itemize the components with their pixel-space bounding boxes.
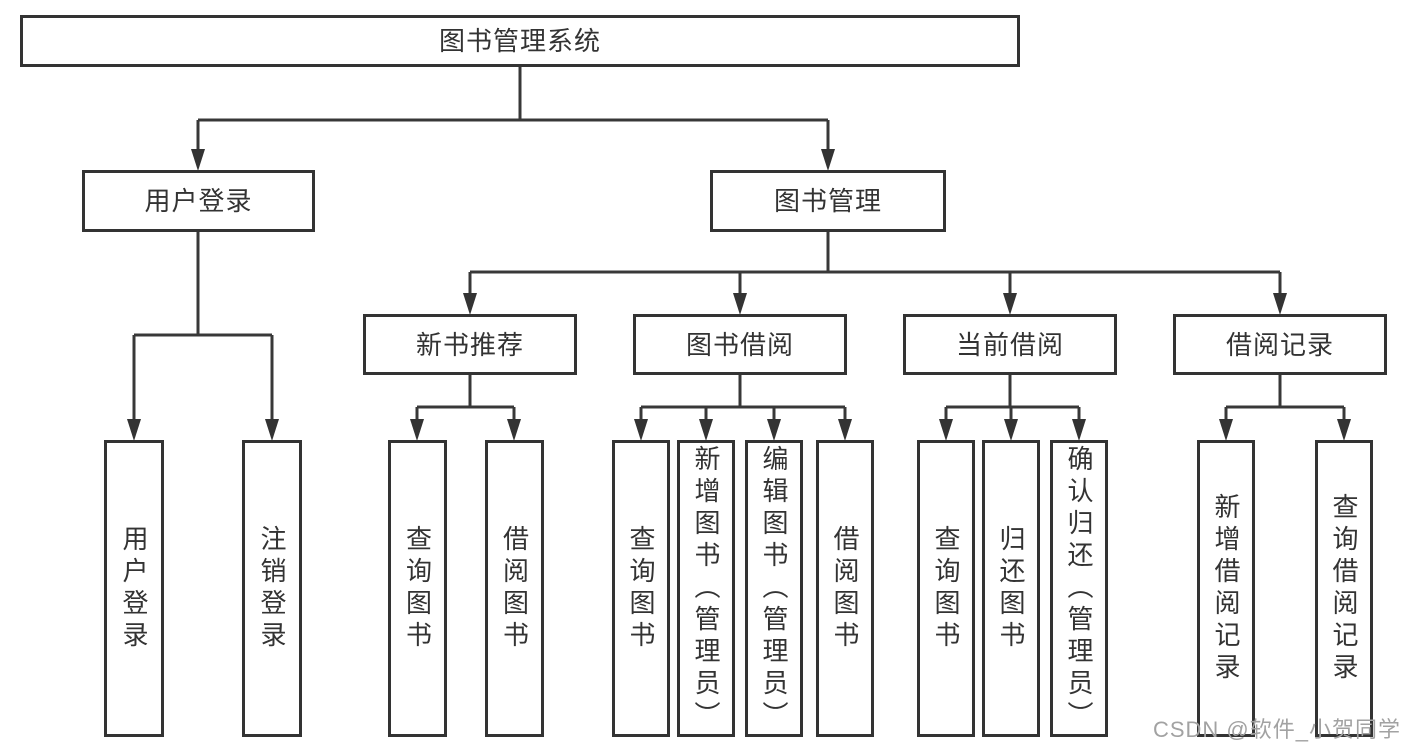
leaf-add-borrow-record: 新增借阅记录 bbox=[1197, 440, 1255, 737]
leaf-query-books-current: 查询图书 bbox=[917, 440, 975, 737]
leaf-return-books: 归还图书 bbox=[982, 440, 1040, 737]
leaf-user-login: 用户登录 bbox=[104, 440, 164, 737]
leaf-query-borrow-record: 查询借阅记录 bbox=[1315, 440, 1373, 737]
node-book-borrow: 图书借阅 bbox=[633, 314, 847, 375]
leaf-confirm-return-admin: 确认归还（管理员） bbox=[1050, 440, 1108, 737]
leaf-borrow-books: 借阅图书 bbox=[816, 440, 874, 737]
node-borrow-records: 借阅记录 bbox=[1173, 314, 1387, 375]
arrowheads bbox=[127, 149, 1351, 441]
leaf-logout: 注销登录 bbox=[242, 440, 302, 737]
leaf-add-book-admin: 新增图书（管理员） bbox=[677, 440, 735, 737]
csdn-watermark: CSDN @软件_小贺同学 bbox=[1152, 717, 1401, 742]
node-current-borrow: 当前借阅 bbox=[903, 314, 1117, 375]
leaf-query-books-borrow: 查询图书 bbox=[612, 440, 670, 737]
leaf-borrow-books-recommend: 借阅图书 bbox=[485, 440, 544, 737]
node-user-login: 用户登录 bbox=[82, 170, 315, 232]
node-book-management: 图书管理 bbox=[710, 170, 946, 232]
leaf-edit-book-admin: 编辑图书（管理员） bbox=[745, 440, 803, 737]
node-root-library-system: 图书管理系统 bbox=[20, 15, 1020, 67]
node-new-book-recommend: 新书推荐 bbox=[363, 314, 577, 375]
leaf-query-books-recommend: 查询图书 bbox=[388, 440, 447, 737]
